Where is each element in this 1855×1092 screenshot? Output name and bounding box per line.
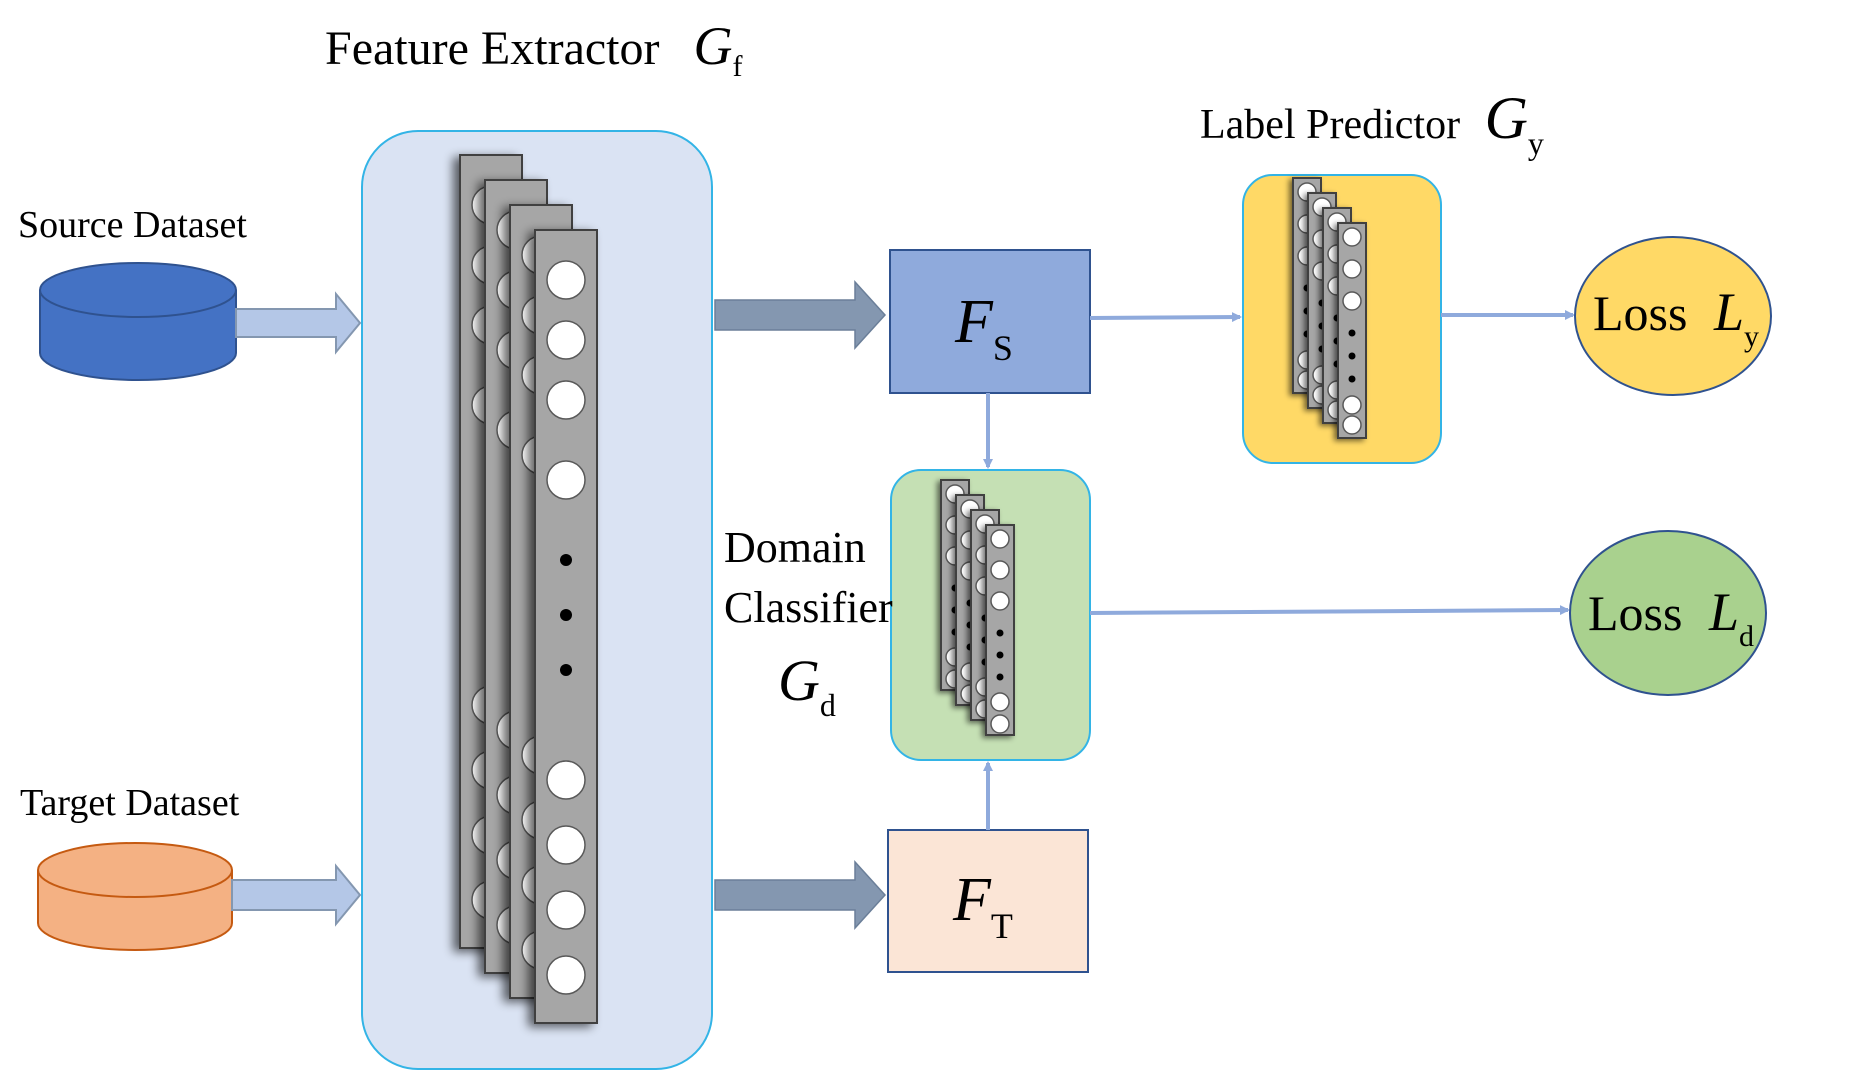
neuron-node (990, 591, 1010, 611)
ellipsis-dot (1348, 352, 1356, 360)
network-layer (1337, 222, 1367, 439)
target-features-box (887, 829, 1089, 973)
loss-y-ellipse (1574, 236, 1772, 396)
ellipsis-dot (560, 609, 572, 621)
ellipsis-dot (996, 629, 1004, 637)
target-database-icon (37, 842, 233, 951)
source-database-icon (39, 262, 237, 381)
neuron-node (1342, 227, 1362, 247)
neuron-node (546, 825, 586, 865)
neuron-node (990, 560, 1010, 580)
domain-classifier-line1: Domain (724, 523, 866, 572)
source-to-extractor-arrow (235, 291, 362, 355)
ellipsis-dot (560, 664, 572, 676)
neuron-node (546, 460, 586, 500)
neuron-node (990, 714, 1010, 734)
network-layer (534, 229, 598, 1024)
neuron-node (1342, 291, 1362, 311)
neuron-node (546, 955, 586, 995)
neuron-node (1342, 395, 1362, 415)
network-layer (985, 524, 1015, 736)
source-features-box (889, 249, 1091, 394)
neuron-node (990, 529, 1010, 549)
ellipsis-dot (1348, 375, 1356, 383)
ellipsis-dot (1348, 329, 1356, 337)
neuron-node (990, 692, 1010, 712)
feature-extractor-layers (459, 154, 598, 1024)
neuron-node (1342, 259, 1362, 279)
ellipsis-dot (996, 673, 1004, 681)
domain-classifier-to-loss-d-arrow (1089, 605, 1570, 616)
loss-y-label: Loss Ly (1593, 282, 1759, 353)
source-features-label: FS (954, 288, 1013, 368)
loss-d-label: Loss Ld (1588, 582, 1754, 653)
neuron-node (1342, 415, 1362, 435)
target-features-label: FT (952, 866, 1013, 946)
label-predictor-title: Label Predictor Gy (1200, 85, 1544, 161)
source-dataset-label: Source Dataset (18, 204, 247, 246)
ellipsis-dot (996, 651, 1004, 659)
fs-to-label-predictor-arrow (1089, 312, 1242, 323)
feature-extractor-title: Feature Extractor Gf (325, 16, 743, 83)
extractor-to-ft-arrow (714, 860, 887, 930)
neuron-node (546, 760, 586, 800)
target-dataset-label: Target Dataset (20, 782, 240, 824)
neuron-node (546, 260, 586, 300)
neuron-node (546, 890, 586, 930)
neuron-node (546, 380, 586, 420)
domain-classifier-layers (940, 479, 1015, 736)
target-to-extractor-arrow (231, 863, 362, 927)
ellipsis-dot (560, 554, 572, 566)
extractor-to-fs-arrow (714, 280, 887, 350)
domain-classifier-symbol: Gd (778, 648, 836, 723)
neuron-node (546, 320, 586, 360)
label-predictor-layers (1292, 177, 1367, 439)
domain-classifier-line2: Classifier (724, 583, 893, 632)
loss-d-ellipse (1569, 530, 1767, 696)
